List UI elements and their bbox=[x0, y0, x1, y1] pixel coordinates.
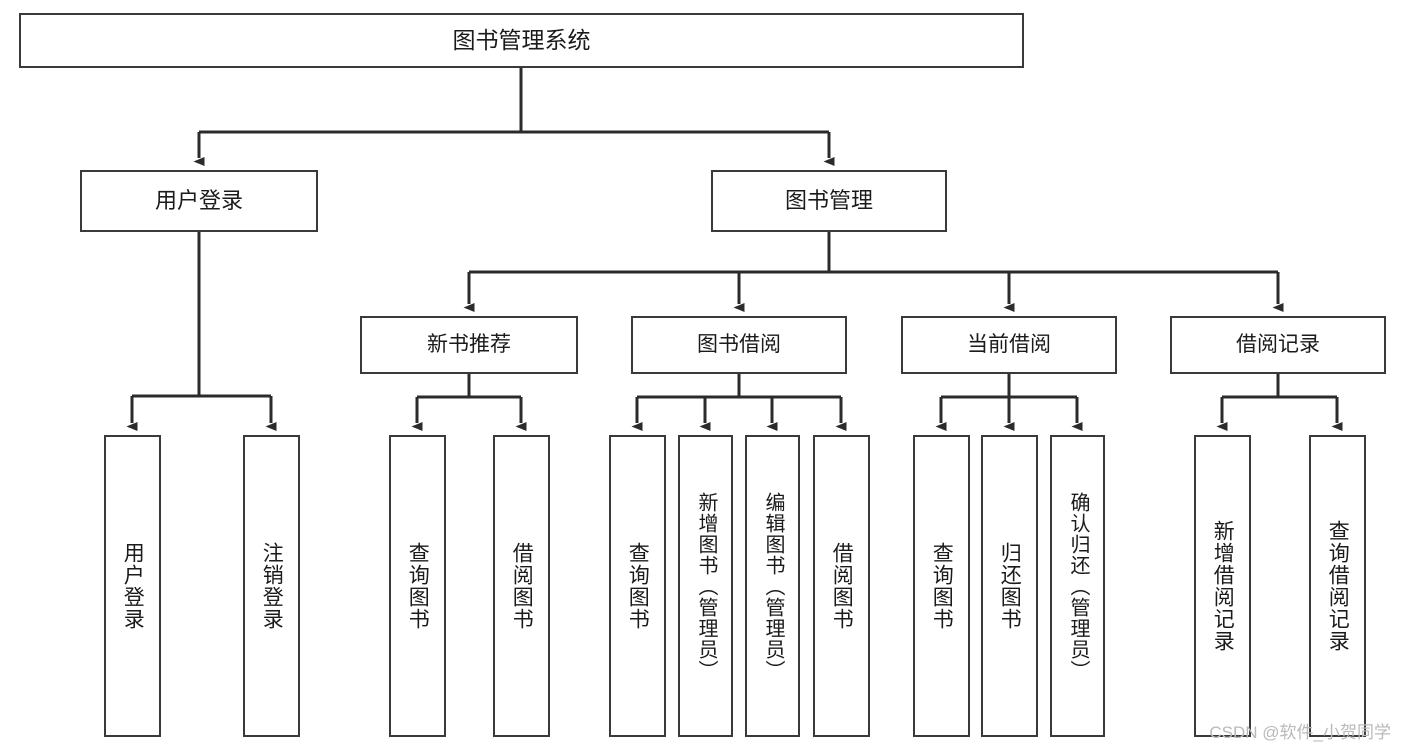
node-new-book-recommend[interactable]: 新书推荐 bbox=[360, 316, 578, 374]
leaf-return-book[interactable]: 归还图书 bbox=[981, 435, 1038, 737]
leaf-return-book-label: 归还图书 bbox=[998, 542, 1022, 630]
node-book-management[interactable]: 图书管理 bbox=[711, 170, 947, 232]
leaf-query-book-recommend[interactable]: 查询图书 bbox=[389, 435, 446, 737]
node-book-management-label: 图书管理 bbox=[784, 188, 873, 214]
node-book-borrow-label: 图书借阅 bbox=[697, 332, 781, 356]
leaf-add-borrow-record-label: 新增借阅记录 bbox=[1211, 520, 1235, 652]
node-new-book-recommend-label: 新书推荐 bbox=[427, 332, 511, 356]
leaf-query-book-current-label: 查询图书 bbox=[930, 542, 954, 630]
leaf-query-borrow-record-label: 查询借阅记录 bbox=[1326, 520, 1350, 652]
leaf-confirm-return-admin[interactable]: 确认归还（管理员） bbox=[1050, 435, 1105, 737]
leaf-add-book-admin-label: 新增图书（管理员） bbox=[695, 491, 717, 681]
node-borrow-record-label: 借阅记录 bbox=[1236, 332, 1320, 356]
node-user-login[interactable]: 用户登录 bbox=[80, 170, 318, 232]
leaf-user-login[interactable]: 用户登录 bbox=[104, 435, 161, 737]
watermark: CSDN @软件_小贺同学 bbox=[1209, 723, 1391, 742]
node-root[interactable]: 图书管理系统 bbox=[19, 13, 1024, 68]
node-current-borrow[interactable]: 当前借阅 bbox=[901, 316, 1117, 374]
leaf-query-book-borrow-label: 查询图书 bbox=[626, 542, 650, 630]
node-current-borrow-label: 当前借阅 bbox=[967, 332, 1051, 356]
leaf-edit-book-admin[interactable]: 编辑图书（管理员） bbox=[745, 435, 800, 737]
leaf-query-borrow-record[interactable]: 查询借阅记录 bbox=[1309, 435, 1366, 737]
leaf-borrow-book-recommend[interactable]: 借阅图书 bbox=[493, 435, 550, 737]
node-borrow-record[interactable]: 借阅记录 bbox=[1170, 316, 1386, 374]
node-user-login-label: 用户登录 bbox=[154, 188, 243, 214]
leaf-logout-label: 注销登录 bbox=[260, 542, 284, 630]
leaf-user-login-label: 用户登录 bbox=[121, 542, 145, 630]
leaf-borrow-book-label: 借阅图书 bbox=[830, 542, 854, 630]
node-book-borrow[interactable]: 图书借阅 bbox=[631, 316, 847, 374]
leaf-add-book-admin[interactable]: 新增图书（管理员） bbox=[678, 435, 733, 737]
leaf-edit-book-admin-label: 编辑图书（管理员） bbox=[762, 491, 784, 681]
leaf-add-borrow-record[interactable]: 新增借阅记录 bbox=[1194, 435, 1251, 737]
leaf-confirm-return-admin-label: 确认归还（管理员） bbox=[1067, 491, 1089, 681]
leaf-query-book-borrow[interactable]: 查询图书 bbox=[609, 435, 666, 737]
leaf-logout[interactable]: 注销登录 bbox=[243, 435, 300, 737]
leaf-borrow-book-recommend-label: 借阅图书 bbox=[510, 542, 534, 630]
leaf-query-book-recommend-label: 查询图书 bbox=[406, 542, 430, 630]
leaf-query-book-current[interactable]: 查询图书 bbox=[913, 435, 970, 737]
leaf-borrow-book[interactable]: 借阅图书 bbox=[813, 435, 870, 737]
node-root-label: 图书管理系统 bbox=[452, 26, 591, 53]
